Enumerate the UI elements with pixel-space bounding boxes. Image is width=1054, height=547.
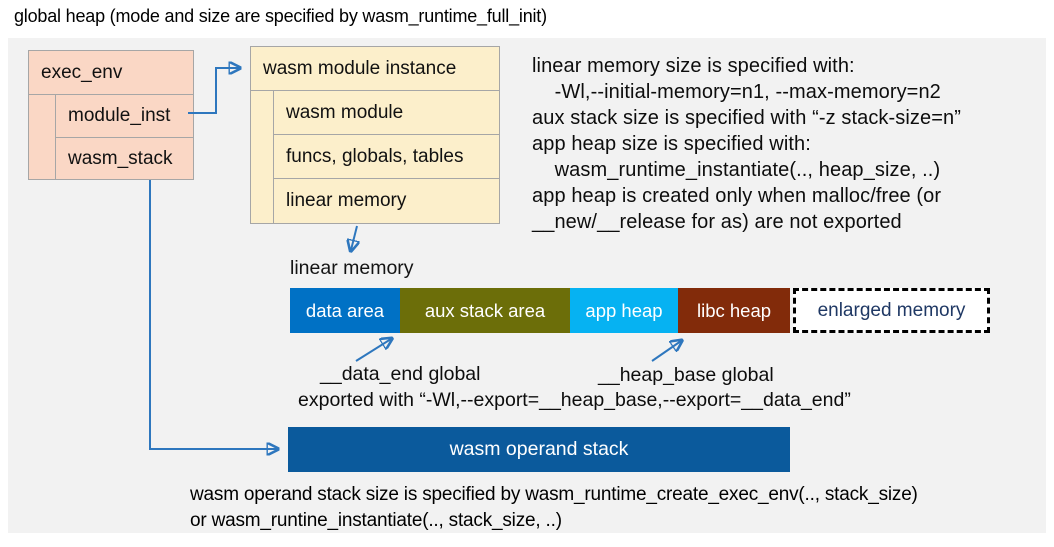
note-line: -Wl,--initial-memory=n1, --max-memory=n2 [532,81,941,103]
note-line: wasm_runtime_instantiate(.., heap_size, … [532,159,941,181]
linear-memory-label: linear memory [290,257,414,279]
note-line: app heap size is specified with: [532,133,811,155]
heap-base-global-label: __heap_base global [598,364,774,386]
exec-env-title: exec_env [29,51,193,95]
note-line: app heap is created only when malloc/fre… [532,185,942,207]
row-linear-memory: linear memory [273,179,499,223]
exec-env-box: exec_env module_inst wasm_stack [28,50,194,180]
note-line: aux stack size is specified with “-z sta… [532,107,962,129]
wasm-module-instance-title: wasm module instance [251,47,499,91]
operand-stack-notes: wasm operand stack size is specified by … [190,482,918,534]
linear-memory-notes: linear memory size is specified with: -W… [532,53,961,235]
row-funcs-globals-tables: funcs, globals, tables [273,135,499,179]
exec-env-row-wasm-stack: wasm_stack [55,138,193,180]
diagram-title: global heap (mode and size are specified… [14,6,547,26]
segment-data-area: data area [290,288,400,333]
note-line: __new/__release for as) are not exported [532,211,902,233]
segment-libc-heap: libc heap [678,288,790,333]
note-line: wasm operand stack size is specified by … [190,484,918,505]
segment-aux-stack-area: aux stack area [400,288,570,333]
note-line: or wasm_runtine_instantiate(.., stack_si… [190,510,562,531]
data-end-global-label: __data_end global [320,363,481,385]
segment-enlarged-memory: enlarged memory [793,288,990,333]
wasm-module-instance-box: wasm module instance wasm module funcs, … [250,46,500,224]
export-note: exported with “-Wl,--export=__heap_base,… [298,389,851,411]
exec-env-row-module-inst: module_inst [55,95,193,138]
wasm-operand-stack-bar: wasm operand stack [288,427,790,472]
note-line: linear memory size is specified with: [532,55,855,77]
segment-app-heap: app heap [570,288,678,333]
row-wasm-module: wasm module [273,91,499,135]
